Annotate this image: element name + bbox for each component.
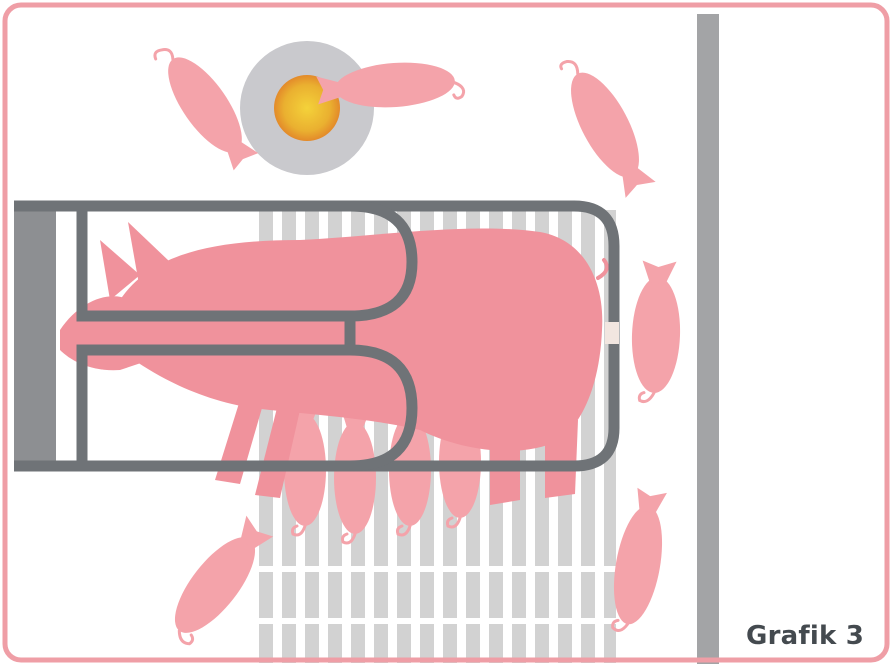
piglet: [174, 515, 274, 646]
piglet: [631, 260, 681, 404]
piglet: [611, 487, 667, 632]
partition-wall: [697, 14, 719, 664]
piglet: [559, 59, 656, 198]
piglet: [316, 62, 466, 108]
crate-latch: [605, 322, 619, 344]
figure-caption: Grafik 3: [746, 621, 864, 651]
heat-lamp: [240, 41, 374, 175]
piglets-free: [153, 48, 681, 646]
piglet: [153, 48, 259, 171]
